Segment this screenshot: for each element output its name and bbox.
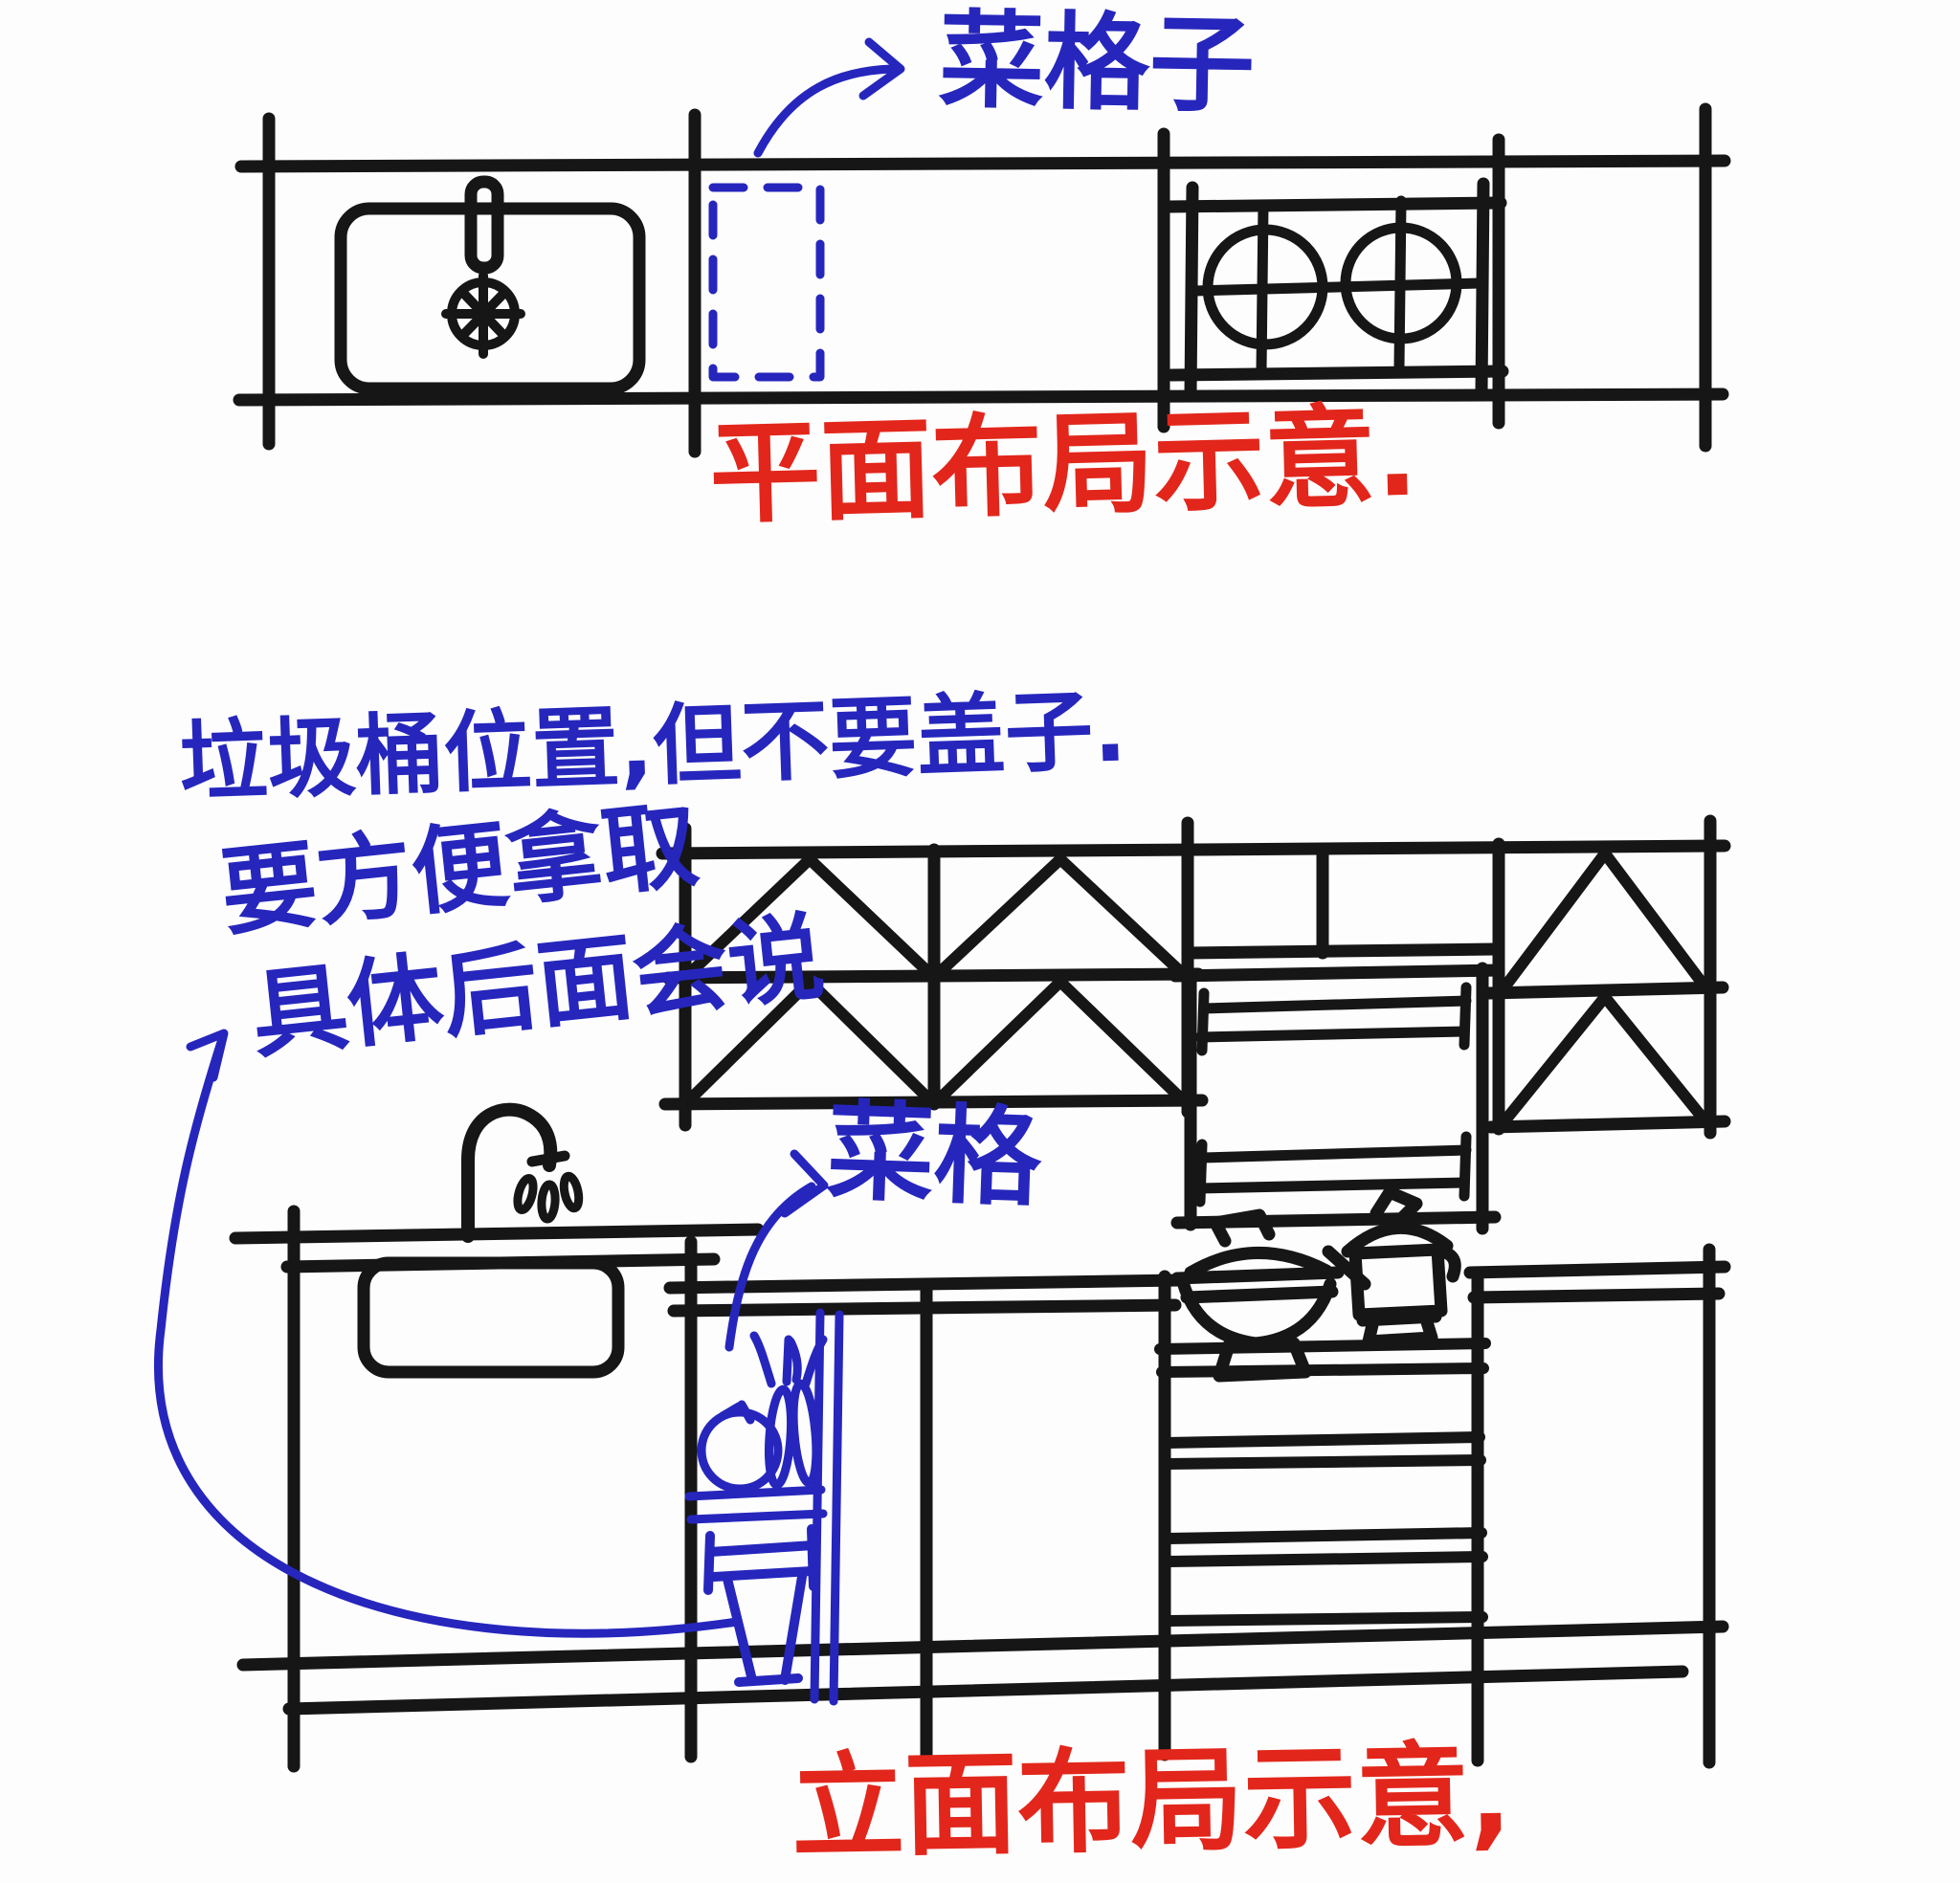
- vegetable-box-arrow: [753, 37, 905, 158]
- hood-vent-bars: [1192, 982, 1472, 1207]
- vegetable-rack-label: 菜格: [824, 1090, 1044, 1222]
- plan-view-title: 平面布局示意.: [707, 391, 1420, 540]
- stove-plan: [1163, 177, 1509, 401]
- tomato-icon: [697, 1400, 783, 1494]
- stove-counter-and-drawers: [1154, 1338, 1491, 1627]
- trash-note-arrow: [154, 1029, 742, 1638]
- vegetable-box-dashed: [708, 183, 825, 382]
- plan-counter: [233, 102, 1731, 458]
- carrots-icon: [749, 1331, 828, 1490]
- trash-bin: [703, 1524, 818, 1687]
- faucet-plan-icon: [464, 175, 504, 275]
- elevation-view-title: 立面布局示意,: [790, 1728, 1513, 1873]
- pot-handle-left: [1322, 1245, 1371, 1291]
- wok-lid-knob: [1209, 1208, 1276, 1248]
- vegetable-box-label: 菜格子: [937, 0, 1257, 127]
- triangle-door-icons-right: [1499, 848, 1711, 1127]
- vegetable-rack: [684, 1308, 844, 1706]
- water-drops-icon: [513, 1171, 584, 1224]
- drain-icon: [441, 271, 525, 359]
- base-cabinets: [229, 1205, 1731, 1773]
- triangle-door-icons: [685, 853, 1187, 1104]
- range-hood: [1169, 962, 1505, 1235]
- sink-elevation: [357, 1102, 625, 1379]
- pot-handle-right: [1435, 1245, 1461, 1283]
- wok-icon: [1170, 1208, 1345, 1383]
- plan-view: [233, 37, 1731, 458]
- rack-arrow: [724, 1149, 829, 1352]
- stove-cookware: [1170, 1185, 1461, 1383]
- upper-cabinets: [656, 814, 1731, 1140]
- sink-basin: [357, 1256, 625, 1379]
- elevation-view: [154, 814, 1731, 1773]
- pot-stand: [1362, 1306, 1438, 1348]
- burner-icons: [1189, 195, 1485, 377]
- faucet-icon: [461, 1102, 570, 1243]
- sink-plan: [334, 175, 646, 395]
- pot-lid-knob: [1370, 1185, 1423, 1228]
- pot-icon: [1322, 1185, 1461, 1348]
- wok-stand: [1213, 1337, 1312, 1383]
